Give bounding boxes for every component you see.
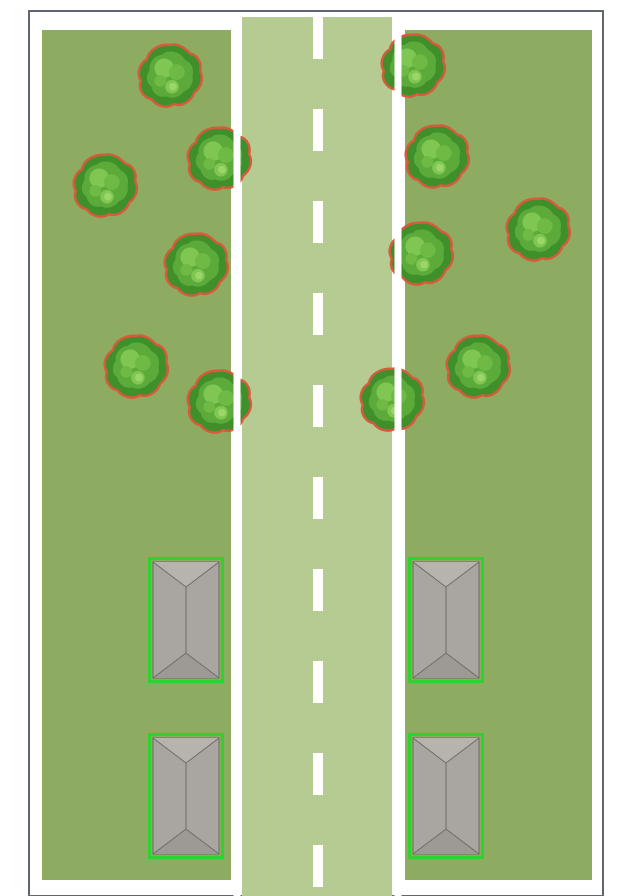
center-dash (313, 477, 323, 519)
tree-icon (74, 154, 137, 216)
tree-icon (165, 233, 228, 295)
center-dash (313, 201, 323, 243)
house-west-north (150, 559, 223, 682)
center-dash (313, 109, 323, 151)
tree-icon (507, 198, 570, 260)
tree-icon (382, 34, 445, 96)
house-east-south (410, 735, 483, 858)
house-west-south (150, 735, 223, 858)
tree-icon (188, 370, 251, 432)
tree-icon (139, 44, 202, 106)
center-dash (313, 17, 323, 59)
center-dash (313, 753, 323, 795)
center-dash (313, 569, 323, 611)
tree-icon (105, 335, 168, 397)
center-dash (313, 293, 323, 335)
tree-icon (447, 335, 510, 397)
tree-icon (406, 125, 469, 187)
tree-icon (361, 368, 424, 430)
center-dash (313, 661, 323, 703)
tree-icon (188, 127, 251, 189)
house-east-north (410, 559, 483, 682)
center-dash (313, 385, 323, 427)
center-dash (313, 845, 323, 887)
